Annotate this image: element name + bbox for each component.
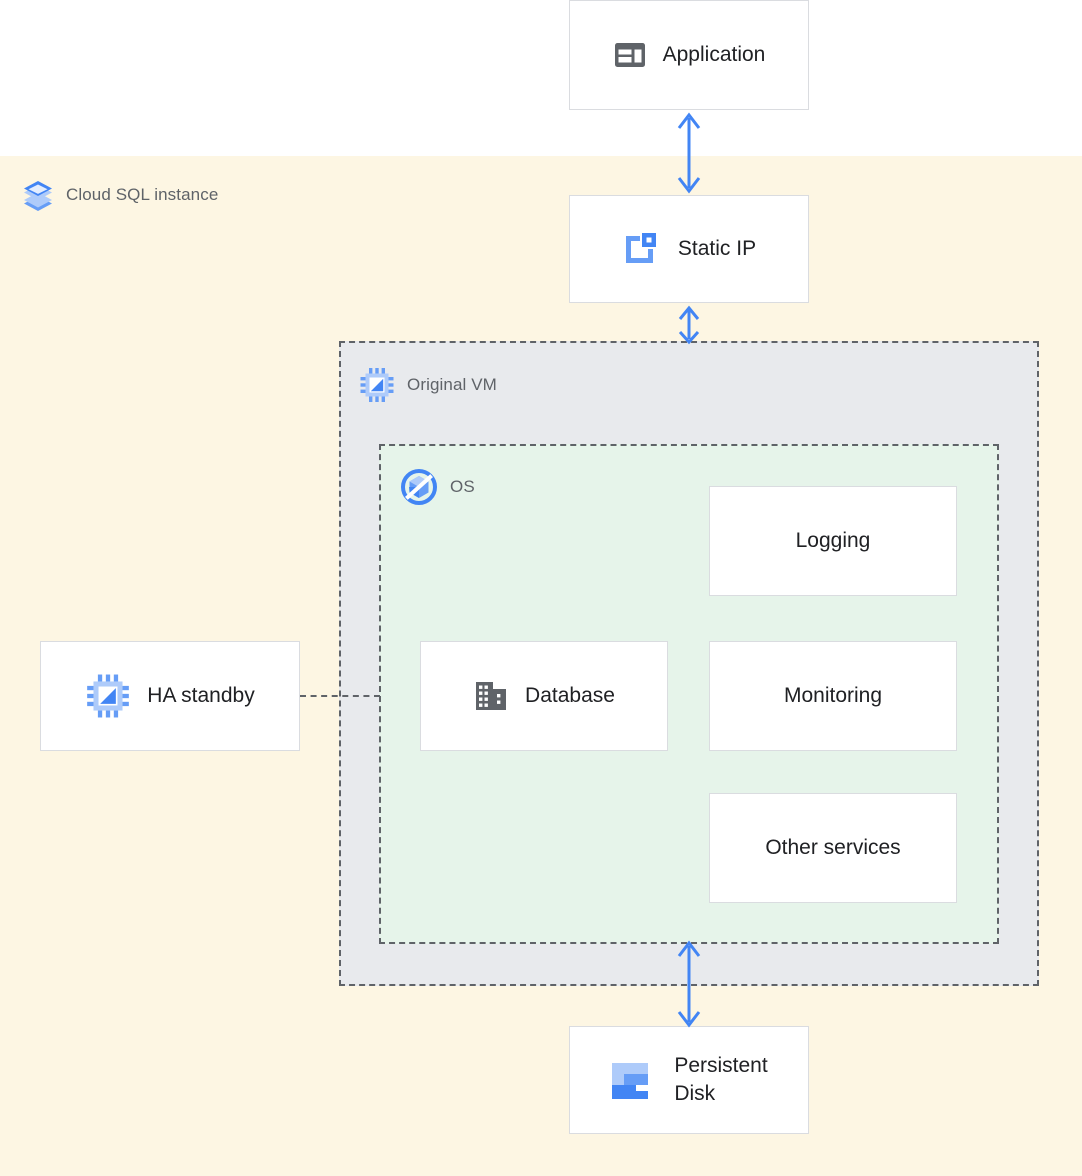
connector-static-ip-to-original-vm <box>668 303 710 350</box>
cloud-sql-icon <box>22 178 54 212</box>
os-icon <box>400 468 438 506</box>
node-static-ip-label: Static IP <box>677 237 757 261</box>
connector-ha-standby-to-os <box>300 695 380 697</box>
node-persistent-disk[interactable]: Persistent Disk <box>569 1026 809 1134</box>
node-static-ip[interactable]: Static IP <box>569 195 809 303</box>
vm-chip-icon <box>85 672 131 720</box>
region-label-original-vm-text: Original VM <box>407 375 497 394</box>
static-ip-icon <box>622 230 662 268</box>
database-building-icon <box>473 678 509 714</box>
node-monitoring[interactable]: Monitoring <box>709 641 957 751</box>
node-logging[interactable]: Logging <box>709 486 957 596</box>
vm-chip-icon <box>359 366 395 404</box>
node-persistent-disk-label: Persistent Disk <box>674 1054 768 1105</box>
node-application[interactable]: Application <box>569 0 809 110</box>
region-label-os-text: OS <box>450 477 475 496</box>
application-window-icon <box>613 38 647 72</box>
region-label-os: OS <box>400 468 475 506</box>
region-label-original-vm: Original VM <box>359 366 497 404</box>
node-ha-standby[interactable]: HA standby <box>40 641 300 751</box>
node-monitoring-label: Monitoring <box>783 684 883 708</box>
node-database[interactable]: Database <box>420 641 668 751</box>
node-ha-standby-label: HA standby <box>147 684 255 708</box>
node-other-services-label: Other services <box>765 836 901 860</box>
region-label-cloud-sql: Cloud SQL instance <box>22 178 218 212</box>
region-label-cloud-sql-text: Cloud SQL instance <box>66 185 219 204</box>
connector-os-to-persistent-disk <box>668 936 710 1037</box>
node-logging-label: Logging <box>795 529 871 553</box>
connector-application-to-static-ip <box>668 108 710 203</box>
node-application-label: Application <box>662 43 766 67</box>
node-other-services[interactable]: Other services <box>709 793 957 903</box>
persistent-disk-icon <box>610 1055 652 1105</box>
node-database-label: Database <box>525 684 615 708</box>
